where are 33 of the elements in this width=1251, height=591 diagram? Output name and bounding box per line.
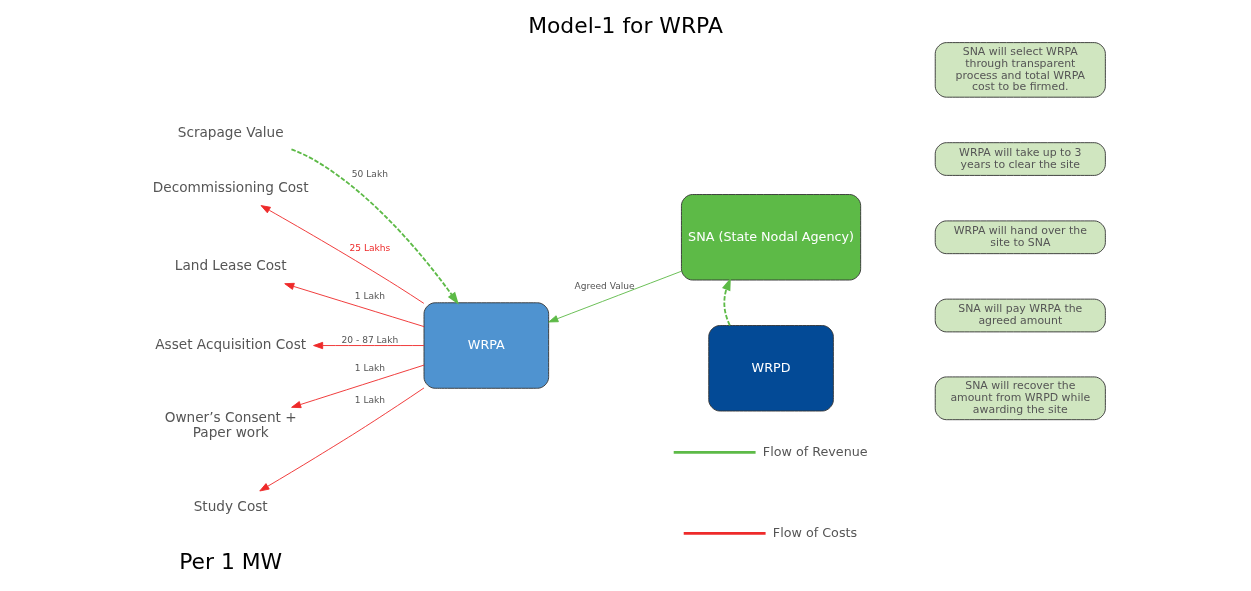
edge-label: 50 Lakh [351, 169, 388, 180]
node-box: WRPA [423, 302, 550, 389]
node-box: SNA will recover the amount from WRPD while awarding the site [934, 376, 1106, 421]
node-box: SNA (State Nodal Agency) [681, 194, 862, 281]
edge-label: 25 Lakhs [349, 242, 391, 253]
diagram-title: Model-1 for WRPA [528, 12, 723, 38]
arrow [722, 277, 731, 327]
edge-label: 1 Lakh [354, 363, 386, 373]
edge-label: Agreed Value [574, 281, 635, 292]
arrow [284, 282, 425, 328]
legend-label: Flow of Costs [772, 524, 858, 540]
node-text: Owner’s Consent + Paper work [164, 408, 297, 441]
label: Per 1 MW [179, 548, 283, 574]
node-text: Land Lease Cost [174, 257, 287, 274]
node-text: Asset Acquisition Cost [155, 335, 307, 352]
node-box: WRPA will take up to 3 years to clear the site [934, 142, 1106, 176]
node-box: WRPD [708, 325, 834, 412]
node-box: SNA will select WRPA through transparent process and total WRPA cost to be firmed. [934, 42, 1106, 98]
arrow [291, 364, 425, 409]
arrow [259, 387, 425, 492]
arrow [260, 205, 425, 304]
edge-label: 1 Lakh [354, 394, 386, 405]
node-box: SNA will pay WRPA the agreed amount [934, 298, 1106, 333]
node-box: WRPA will hand over the site to SNA [934, 220, 1106, 255]
node-text: Scrapage Value [177, 123, 284, 140]
edge-label: 20 - 87 Lakh [341, 334, 399, 345]
arrow [548, 270, 682, 323]
edge-label: 1 Lakh [354, 291, 386, 302]
arrow [313, 341, 425, 350]
arrow [290, 148, 459, 305]
node-text: Decommissioning Cost [152, 179, 309, 196]
legend-label: Flow of Revenue [762, 443, 868, 459]
node-text: Study Cost [193, 497, 268, 514]
